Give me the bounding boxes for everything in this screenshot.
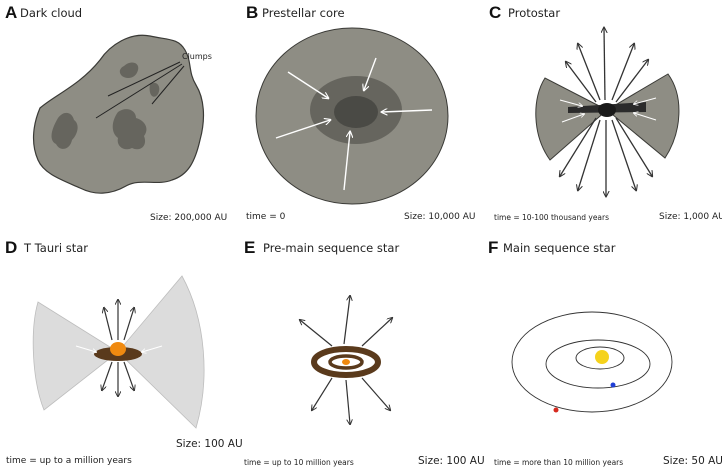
panel-c-letter: C: [489, 3, 502, 22]
panel-f-size: Size: 50 AU: [663, 455, 722, 467]
main-sequence-illustration: [511, 311, 673, 413]
pms-wind-up-1: [343, 296, 350, 345]
panel-d-size: Size: 100 AU: [176, 438, 243, 450]
jet-arrow-up-1: [604, 28, 605, 101]
prestellar-core-illustration: [255, 27, 449, 205]
core-inner: [334, 96, 378, 128]
protostar-illustration: [535, 28, 680, 196]
ttauri-jet-down-2: [102, 361, 113, 390]
jet-arrow-down-3: [611, 119, 636, 190]
t-tauri-illustration: [32, 275, 205, 429]
ttauri-jet-down-3: [123, 361, 134, 390]
panel-e-size: Size: 100 AU: [418, 455, 485, 467]
clump-4: [149, 82, 160, 97]
ttauri-jet-up-3: [123, 308, 134, 341]
jet-arrow-down-4: [560, 117, 597, 176]
clump-pointer-2: [95, 63, 183, 119]
clump-3: [119, 62, 139, 78]
panel-f-letter: F: [488, 238, 499, 257]
ttauri-infall-left: [75, 345, 96, 352]
ttauri-infall-right: [142, 345, 163, 352]
jet-arrow-up-3: [611, 44, 634, 101]
infall-arrow-1: [287, 71, 328, 98]
infall-arrow-4: [275, 120, 330, 139]
clump-pointer-1: [107, 61, 181, 97]
jet-arrow-down-5: [615, 117, 652, 176]
panel-d-letter: D: [5, 238, 18, 257]
panel-b-letter: B: [246, 3, 259, 22]
planet-blue: [610, 382, 616, 388]
panel-a-size: Size: 200,000 AU: [150, 213, 228, 223]
sun: [595, 350, 609, 364]
pms-wind-down-2: [312, 377, 333, 410]
infall-arrow-left: [559, 99, 582, 106]
infall-arrow-right-2: [634, 113, 657, 121]
panel-f-title: Main sequence star: [503, 241, 616, 255]
panel-f-time: time = more than 10 million years: [494, 458, 624, 467]
panel-c-size: Size: 1,000 AU: [659, 212, 722, 222]
panel-c-title: Protostar: [508, 6, 561, 20]
pms-wind-up-2: [300, 320, 333, 347]
ttauri-outflow-left: [32, 301, 119, 411]
infall-arrow-2: [364, 57, 377, 90]
pms-ring-outer: [311, 346, 381, 378]
infall-arrow-right: [634, 97, 657, 104]
pms-wind-down-3: [361, 377, 390, 410]
infall-arrow-left-2: [561, 114, 584, 123]
clump-1: [51, 112, 78, 149]
panel-e-title: Pre-main sequence star: [263, 241, 400, 255]
pms-wind-down-1: [345, 379, 350, 424]
panel-d-title: T Tauri star: [24, 241, 88, 255]
orbit-middle: [545, 339, 651, 389]
clumps-label: Clumps: [182, 52, 212, 61]
clump-2: [112, 109, 147, 150]
ttauri-star: [110, 342, 126, 356]
ttauri-jet-up-2: [104, 308, 113, 341]
pms-ring-inner: [328, 354, 364, 370]
jet-arrow-down-2: [578, 119, 601, 190]
panel-a-letter: A: [5, 3, 18, 22]
ttauri-outflow-right: [117, 275, 205, 429]
jet-arrow-up-5: [615, 60, 648, 103]
planet-red: [553, 407, 559, 413]
panel-b-title: Prestellar core: [262, 6, 345, 20]
orbit-outer: [511, 311, 673, 413]
pre-main-sequence-illustration: [300, 296, 392, 424]
pms-star: [342, 359, 350, 365]
panel-e-letter: E: [244, 238, 256, 257]
clump-pointer-3: [151, 65, 185, 105]
dark-cloud-illustration: [32, 34, 205, 194]
protostar-core: [598, 103, 616, 117]
jet-arrow-up-2: [578, 44, 601, 101]
panel-a-title: Dark cloud: [20, 6, 83, 20]
pms-wind-up-3: [361, 318, 392, 347]
panel-b-size: Size: 10,000 AU: [404, 212, 476, 222]
panel-b-time: time = 0: [246, 212, 286, 222]
panel-e-time: time = up to 10 million years: [244, 458, 354, 467]
infall-arrow-3: [382, 110, 433, 112]
infall-arrow-5: [343, 132, 350, 191]
jet-arrow-up-4: [566, 62, 597, 103]
panel-d-time: time = up to a million years: [6, 456, 132, 466]
orbit-inner: [575, 346, 625, 370]
panel-c-time: time = 10-100 thousand years: [494, 213, 610, 222]
